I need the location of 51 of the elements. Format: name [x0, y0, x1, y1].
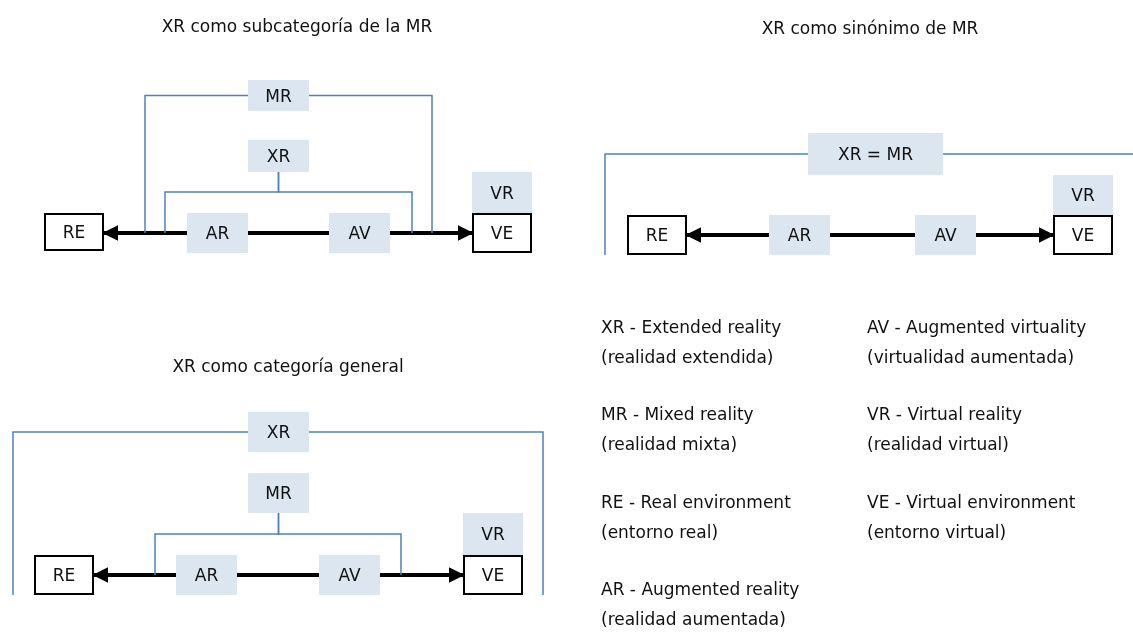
connector-line	[830, 233, 915, 237]
bracket-line	[942, 153, 1133, 155]
environment-box: VE	[463, 555, 523, 595]
bracket-line	[277, 171, 413, 234]
reality-label-box: AV	[319, 555, 380, 595]
legend-text: (entorno virtual)	[867, 524, 1007, 541]
reality-label-box: XR = MR	[808, 133, 943, 175]
arrow	[976, 227, 1055, 243]
legend-text: (realidad mixta)	[601, 436, 738, 453]
section-heading: XR como subcategoría de la MR	[161, 18, 433, 35]
arrow	[380, 567, 465, 583]
environment-box: RE	[627, 215, 687, 255]
environment-box: RE	[34, 555, 94, 595]
reality-label-box: VR	[463, 513, 523, 555]
legend-text: AV - Augmented virtuality	[867, 319, 1087, 336]
environment-box: VE	[472, 213, 532, 253]
legend-text: (realidad aumentada)	[601, 611, 786, 628]
reality-label-box: XR	[248, 140, 309, 172]
legend-text: (realidad virtual)	[867, 436, 1009, 453]
reality-label-box: XR	[248, 412, 309, 452]
bracket-line	[12, 431, 249, 596]
reality-label-box: MR	[248, 473, 309, 513]
bracket-line	[308, 431, 544, 596]
arrow	[390, 225, 474, 241]
reality-label-box: AR	[187, 213, 248, 253]
legend-text: (virtualidad aumentada)	[867, 349, 1075, 366]
section-heading: XR como sinónimo de MR	[761, 20, 979, 37]
reality-label-box: AR	[769, 215, 830, 255]
connector-line	[248, 231, 329, 235]
legend-text: AR - Augmented reality	[601, 581, 800, 598]
legend-text: (realidad extendida)	[601, 349, 774, 366]
legend-text: XR - Extended reality	[601, 319, 782, 336]
reality-label-box: MR	[248, 80, 309, 111]
bracket-line	[604, 153, 809, 256]
bracket-line	[277, 512, 402, 576]
bracket-line	[308, 94, 433, 234]
legend-text: VE - Virtual environment	[867, 494, 1076, 511]
reality-label-box: AV	[329, 213, 390, 253]
section-heading: XR como categoría general	[172, 358, 404, 375]
bracket-line	[144, 94, 249, 234]
environment-box: VE	[1053, 215, 1113, 255]
legend-text: RE - Real environment	[601, 494, 791, 511]
reality-label-box: VR	[472, 172, 532, 213]
environment-box: RE	[44, 213, 104, 251]
connector-line	[237, 573, 319, 577]
reality-label-box: AR	[176, 555, 237, 595]
reality-label-box: VR	[1053, 175, 1113, 215]
legend-text: (entorno real)	[601, 524, 719, 541]
legend-text: VR - Virtual reality	[867, 406, 1022, 423]
legend-text: MR - Mixed reality	[601, 406, 754, 423]
reality-label-box: AV	[915, 215, 976, 255]
